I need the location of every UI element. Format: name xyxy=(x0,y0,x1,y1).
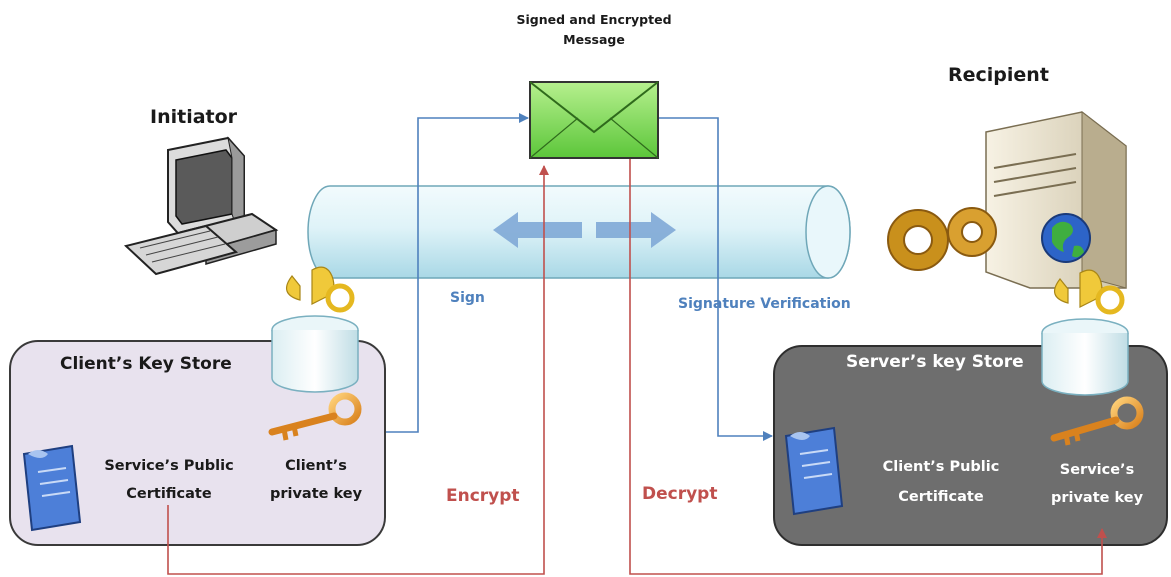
client-private-key-label: Client’s private key xyxy=(254,452,378,508)
service-private-key-label-line-2: private key xyxy=(1050,490,1144,506)
client-certificate-label: Client’s Public Certificate xyxy=(858,452,1024,512)
service-private-key-icon xyxy=(1050,396,1144,446)
client-private-key-label-line-2: private key xyxy=(269,486,363,502)
service-certificate-label-line-1: Service’s Public xyxy=(104,458,234,474)
message-title: Signed and Encrypted Message xyxy=(486,10,702,50)
client-keystore-jar-icon xyxy=(271,266,359,393)
service-certificate-label-line-2: Certificate xyxy=(126,486,212,502)
client-store-title: Client’s Key Store xyxy=(60,354,232,374)
initiator-label: Initiator xyxy=(150,106,238,128)
left-arrow-icon xyxy=(493,212,582,248)
service-certificate-label: Service’s Public Certificate xyxy=(84,452,254,508)
encrypt-label: Encrypt xyxy=(446,486,520,506)
decrypt-arrow xyxy=(629,158,1107,575)
server-key-store-box xyxy=(773,345,1168,546)
message-title-line-1: Signed and Encrypted xyxy=(516,12,672,27)
message-title-line-2: Message xyxy=(563,32,625,47)
server-icon xyxy=(985,110,1127,289)
server-store-title: Server’s key Store xyxy=(846,352,1024,372)
right-arrow-icon xyxy=(596,212,676,248)
gears-icon xyxy=(887,207,997,271)
client-private-key-icon xyxy=(268,392,362,441)
service-certificate-icon xyxy=(22,444,82,532)
recipient-label: Recipient xyxy=(948,64,1049,86)
service-private-key-label: Service’s private key xyxy=(1032,456,1162,512)
decrypt-label: Decrypt xyxy=(642,484,718,504)
encrypt-arrow xyxy=(167,165,549,575)
server-keystore-jar-icon xyxy=(1041,269,1129,396)
client-certificate-icon xyxy=(784,426,844,516)
client-certificate-label-line-2: Certificate xyxy=(898,489,984,505)
verify-arrow xyxy=(658,117,773,441)
computer-icon xyxy=(123,136,279,276)
signature-verification-label: Signature Verification xyxy=(678,296,851,312)
client-key-store-box xyxy=(9,340,386,546)
channel-pipe xyxy=(307,185,851,279)
client-certificate-label-line-1: Client’s Public xyxy=(882,459,1000,475)
sign-label: Sign xyxy=(450,290,485,306)
sign-arrow xyxy=(386,113,529,433)
client-private-key-label-line-1: Client’s xyxy=(285,458,347,474)
service-private-key-label-line-1: Service’s xyxy=(1059,462,1135,478)
envelope-icon xyxy=(529,81,659,159)
